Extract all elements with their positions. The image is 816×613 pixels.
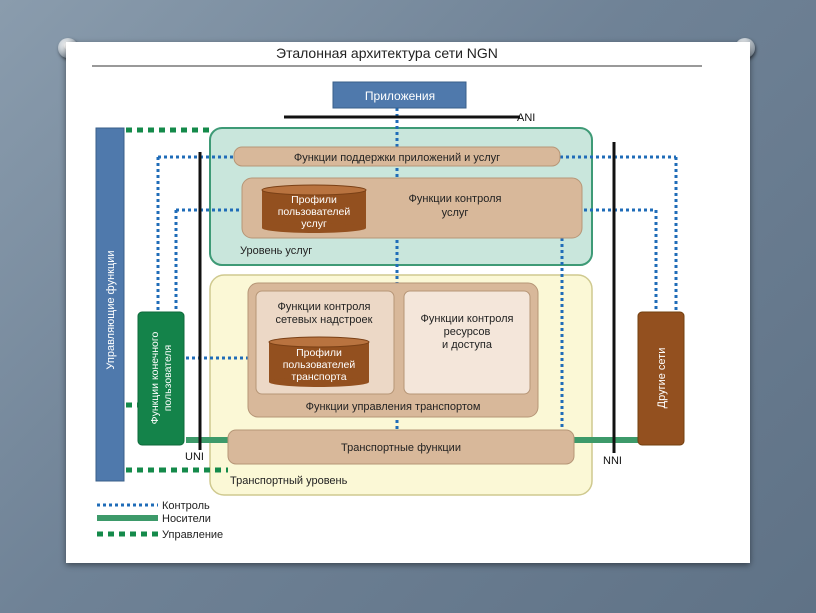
management-functions-bar bbox=[95, 127, 125, 482]
uni-label: UNI bbox=[185, 451, 204, 463]
end-user-functions-box bbox=[137, 311, 185, 446]
legend: Контроль Носители Управление bbox=[97, 500, 223, 541]
transport-control-functions-label: Функции управления транспортом bbox=[306, 401, 481, 413]
app-support-functions-box bbox=[233, 146, 561, 167]
resource-admission-line3: и доступа bbox=[442, 339, 493, 351]
service-stratum-label: Уровень услуг bbox=[240, 245, 312, 257]
transport-profiles-line3: транспорта bbox=[291, 371, 346, 383]
service-profiles-line3: услуг bbox=[301, 218, 327, 230]
service-control-line1: Функции контроля bbox=[409, 193, 502, 205]
other-networks-box bbox=[637, 311, 685, 446]
service-profiles-line1: Профили bbox=[291, 194, 337, 206]
applications-box bbox=[332, 81, 467, 109]
control-lines bbox=[156, 108, 678, 432]
transport-user-profiles-cylinder bbox=[268, 336, 370, 387]
resource-admission-control-box bbox=[403, 290, 531, 395]
legend-management-label: Управление bbox=[162, 529, 223, 541]
resource-admission-line1: Функции контроля bbox=[421, 313, 514, 325]
legend-media-swatch bbox=[97, 515, 158, 521]
legend-media-label: Носители bbox=[162, 513, 211, 525]
management-lines bbox=[126, 127, 228, 473]
media-line-nni bbox=[574, 437, 640, 443]
ani-label: ANI bbox=[517, 112, 535, 124]
service-user-profiles-cylinder bbox=[261, 184, 367, 233]
nni-label: NNI bbox=[603, 455, 622, 467]
network-attachment-line1: Функции контроля bbox=[278, 301, 371, 313]
end-user-functions-line2: пользователя bbox=[162, 345, 174, 412]
applications-label: Приложения bbox=[365, 89, 435, 103]
legend-control-label: Контроль bbox=[162, 500, 210, 512]
transport-functions-box bbox=[227, 429, 575, 465]
media-line-uni bbox=[186, 437, 228, 443]
app-support-functions-label: Функции поддержки приложений и услуг bbox=[294, 152, 500, 164]
network-attachment-line2: сетевых надстроек bbox=[276, 314, 373, 326]
service-control-line2: услуг bbox=[442, 207, 469, 219]
transport-profiles-line1: Профили bbox=[296, 347, 342, 359]
transport-profiles-line2: пользователей bbox=[283, 359, 356, 371]
service-profiles-line2: пользователей bbox=[278, 206, 351, 218]
slide-title: Эталонная архитектура сети NGN bbox=[276, 45, 498, 61]
other-networks-label: Другие сети bbox=[656, 348, 668, 409]
transport-functions-label: Транспортные функции bbox=[341, 442, 461, 454]
resource-admission-line2: ресурсов bbox=[444, 326, 491, 338]
transport-stratum-label: Транспортный уровень bbox=[230, 475, 348, 487]
management-functions-label: Управляющие функции bbox=[105, 250, 117, 369]
end-user-functions-line1: Функции конечного bbox=[149, 332, 161, 425]
